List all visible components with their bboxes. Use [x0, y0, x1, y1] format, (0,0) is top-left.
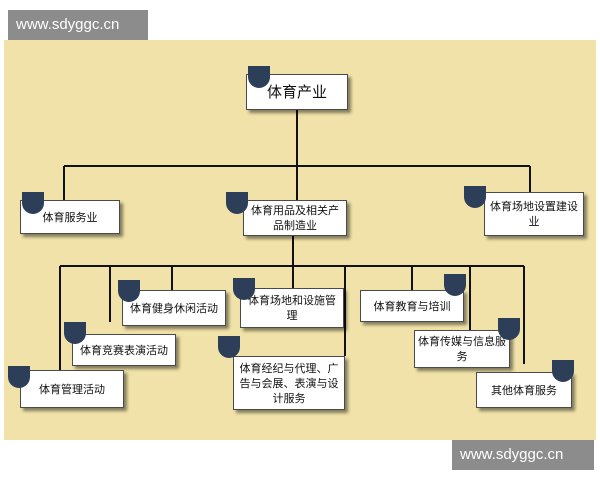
node-agency-advertising: 体育经纪与代理、广告与会展、表演与设计服务: [233, 356, 345, 410]
node-venue-construction: 体育场地设置建设业: [484, 192, 584, 236]
node-tab-icon: [444, 274, 466, 296]
node-tab-icon: [552, 360, 574, 382]
node-media-information: 体育传媒与信息服务: [414, 330, 510, 368]
node-fitness-leisure: 体育健身休闲活动: [122, 290, 226, 326]
node-tab-icon: [498, 318, 520, 340]
node-competition-performance: 体育竞赛表演活动: [72, 334, 176, 366]
node-sports-goods-manufacturing: 体育用品及相关产品制造业: [243, 200, 347, 236]
node-venue-management: 体育场地和设施管理: [240, 288, 344, 328]
node-education-training: 体育教育与培训: [360, 290, 464, 322]
node-tab-icon: [464, 186, 486, 208]
node-tab-icon: [8, 366, 30, 388]
node-tab-icon: [248, 66, 270, 88]
node-tab-icon: [118, 280, 140, 302]
node-tab-icon: [233, 278, 255, 300]
node-tab-icon: [226, 192, 248, 214]
watermark-bottom: www.sdyggc.cn: [452, 440, 594, 470]
watermark-top: www.sdyggc.cn: [8, 10, 148, 40]
node-sports-management: 体育管理活动: [20, 370, 124, 408]
node-tab-icon: [218, 336, 240, 358]
node-tab-icon: [22, 192, 44, 214]
node-tab-icon: [64, 322, 86, 344]
